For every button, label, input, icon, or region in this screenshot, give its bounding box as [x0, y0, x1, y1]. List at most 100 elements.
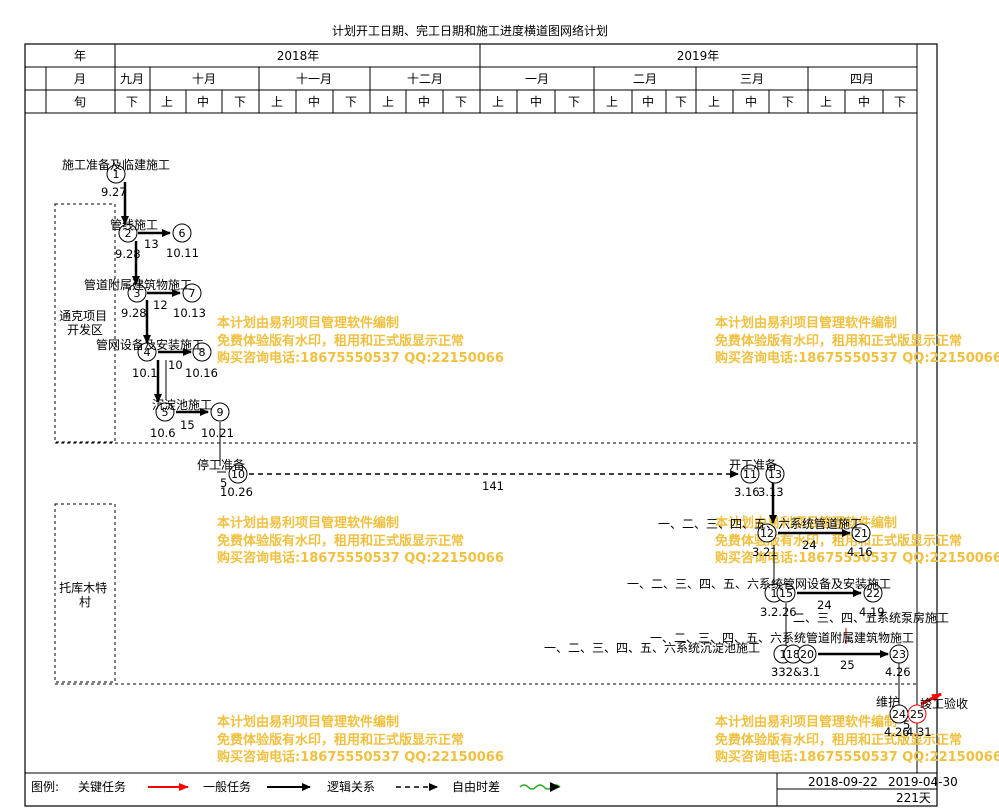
- node-dates: 9.27 9.28 9.28 10.1 10.6 10.11 10.13 10.…: [101, 185, 932, 739]
- node-15: 15: [776, 583, 796, 603]
- node-3: 3: [127, 283, 147, 303]
- svg-text:购买咨询电话:18675550537 QQ:22150066: 购买咨询电话:18675550537 QQ:22150066: [217, 350, 504, 366]
- svg-text:4.31: 4.31: [906, 725, 932, 739]
- svg-text:免费体验版有水印，租用和正式版显示正常: 免费体验版有水印，租用和正式版显示正常: [715, 533, 962, 549]
- svg-text:141: 141: [482, 479, 504, 493]
- node-5: 5: [155, 402, 175, 422]
- legend-float-arrowhead: [550, 782, 560, 792]
- node-23: 23: [889, 644, 909, 664]
- svg-text:25: 25: [910, 708, 924, 721]
- task-durations: 13 12 10 15 5 24 24 25 5 141: [144, 237, 910, 732]
- legend-normal-label: 一般任务: [203, 779, 251, 794]
- svg-text:免费体验版有水印，租用和正式版显示正常: 免费体验版有水印，租用和正式版显示正常: [217, 732, 464, 748]
- svg-text:23: 23: [892, 648, 906, 661]
- svg-text:21: 21: [854, 527, 868, 540]
- svg-text:二、三、四、五系统泵房施工: 二、三、四、五系统泵房施工: [793, 610, 949, 625]
- svg-text:一、二、三、四、五、六系统管网设备及安装施工: 一、二、三、四、五、六系统管网设备及安装施工: [627, 576, 891, 591]
- svg-text:竣工验收: 竣工验收: [920, 696, 968, 711]
- svg-text:10.13: 10.13: [173, 306, 206, 320]
- decade-label: 中: [642, 94, 654, 109]
- legend-title: 图例:: [31, 780, 59, 794]
- decade-label: 下: [675, 95, 687, 109]
- svg-text:免费体验版有水印，租用和正式版显示正常: 免费体验版有水印，租用和正式版显示正常: [715, 732, 962, 748]
- svg-text:开工准备: 开工准备: [729, 458, 777, 472]
- svg-text:3.16: 3.16: [734, 485, 760, 499]
- month-apr: 四月: [850, 72, 874, 86]
- section-box-tuokumute: [54, 503, 116, 683]
- footer-end-date: 2019-04-30: [888, 775, 958, 789]
- svg-text:3.13: 3.13: [758, 485, 784, 499]
- month-mar: 三月: [740, 72, 764, 86]
- decade-label: 上: [161, 95, 173, 109]
- decade-label: 上: [492, 95, 504, 109]
- decade-label: 上: [382, 95, 394, 109]
- decade-label: 上: [606, 95, 618, 109]
- svg-text:沉淀池施工: 沉淀池施工: [152, 398, 212, 412]
- node-10: 10: [228, 464, 248, 484]
- svg-text:免费体验版有水印，租用和正式版显示正常: 免费体验版有水印，租用和正式版显示正常: [217, 533, 464, 549]
- node-2: 2: [118, 223, 138, 243]
- node-12: 12: [757, 523, 777, 543]
- decade-label: 中: [308, 94, 320, 109]
- svg-text:22: 22: [866, 587, 880, 600]
- svg-text:10.26: 10.26: [220, 485, 253, 499]
- node-6: 6: [172, 223, 192, 243]
- footer-start-date: 2018-09-22: [808, 775, 878, 789]
- decade-label: 中: [197, 94, 209, 109]
- svg-text:管道附属建筑物施工: 管道附属建筑物施工: [84, 277, 192, 292]
- svg-text:维护: 维护: [876, 695, 900, 709]
- node-8: 8: [192, 342, 212, 362]
- svg-text:4.19: 4.19: [859, 605, 885, 619]
- svg-text:4.26: 4.26: [885, 665, 911, 679]
- node-11: 11: [740, 464, 760, 484]
- row-label-decade: 旬: [74, 95, 86, 109]
- svg-text:10: 10: [168, 358, 183, 372]
- svg-text:5: 5: [220, 476, 227, 490]
- outer-frame: [24, 43, 938, 807]
- legend-logic-label: 逻辑关系: [327, 780, 375, 794]
- decade-label: 上: [271, 95, 283, 109]
- svg-text:管网设备及安装施工: 管网设备及安装施工: [96, 337, 204, 352]
- svg-text:15: 15: [779, 587, 793, 600]
- svg-text:12: 12: [153, 298, 168, 312]
- svg-text:6: 6: [179, 227, 186, 240]
- month-sep: 九月: [120, 72, 144, 86]
- decade-label: 下: [894, 95, 906, 109]
- svg-text:购买咨询电话:18675550537 QQ:22150066: 购买咨询电话:18675550537 QQ:22150066: [715, 749, 999, 765]
- svg-text:9.28: 9.28: [115, 247, 141, 261]
- svg-text:4.26: 4.26: [884, 725, 910, 739]
- node-20: 20: [797, 644, 817, 664]
- node-22: 22: [863, 583, 883, 603]
- svg-text:免费体验版有水印，租用和正式版显示正常: 免费体验版有水印，租用和正式版显示正常: [217, 333, 464, 349]
- activity-arrows: [121, 182, 889, 658]
- svg-text:5: 5: [162, 406, 169, 419]
- node-25: 25: [907, 704, 927, 724]
- svg-text:9.28: 9.28: [121, 306, 147, 320]
- svg-text:1: 1: [780, 648, 787, 661]
- svg-text:13: 13: [768, 468, 782, 481]
- node-1: 1: [106, 164, 126, 184]
- nodes: 1 2 3 4 5 6 7 8 9 10 11 13 12 21 1 15 22…: [106, 164, 927, 724]
- svg-text:一、二、三、四、五、六系统管道施工: 一、二、三、四、五、六系统管道施工: [658, 516, 862, 531]
- month-dec: 十二月: [407, 72, 443, 86]
- svg-text:3.21: 3.21: [752, 545, 778, 559]
- svg-text:免费体验版有水印，租用和正式版显示正常: 免费体验版有水印，租用和正式版显示正常: [715, 333, 962, 349]
- month-jan: 一月: [525, 72, 549, 86]
- svg-text:5: 5: [903, 718, 910, 732]
- decade-label: 中: [745, 94, 757, 109]
- svg-text:10.6: 10.6: [150, 426, 176, 440]
- legend-critical-label: 关键任务: [78, 779, 126, 794]
- node-21: 21: [851, 523, 871, 543]
- decade-label: 下: [568, 95, 580, 109]
- svg-text:1: 1: [113, 168, 120, 181]
- svg-text:2: 2: [125, 227, 132, 240]
- svg-text:管线施工: 管线施工: [110, 217, 158, 232]
- svg-text:3.2.26: 3.2.26: [760, 605, 797, 619]
- svg-text:18: 18: [786, 648, 800, 661]
- svg-text:24: 24: [892, 708, 906, 721]
- decade-label: 下: [234, 95, 246, 109]
- svg-text:本计划由易利项目管理软件编制: 本计划由易利项目管理软件编制: [217, 515, 399, 531]
- svg-text:停工准备: 停工准备: [197, 457, 245, 472]
- row-label-month: 月: [74, 72, 86, 86]
